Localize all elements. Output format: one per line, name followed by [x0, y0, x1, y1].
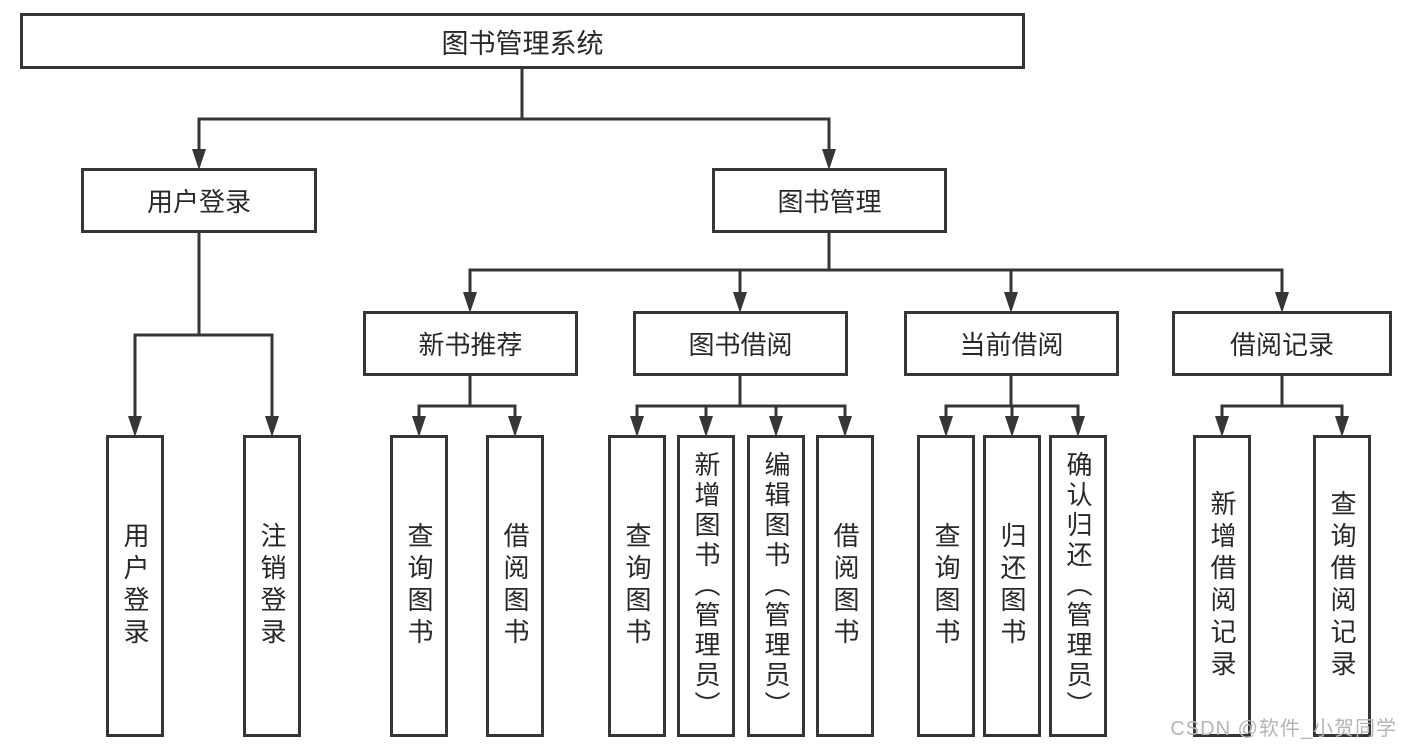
leaf-confirm-return-admin: 确认归还（管理员） — [1049, 435, 1107, 737]
node-book-management: 图书管理 — [712, 168, 947, 233]
leaf-borrow-books: 借阅图书 — [816, 435, 874, 737]
leaf-borrow-books-recommend: 借阅图书 — [486, 435, 544, 737]
leaf-logout: 注销登录 — [243, 435, 301, 737]
leaf-query-borrow-record: 查询借阅记录 — [1313, 435, 1371, 737]
node-user-login: 用户登录 — [81, 168, 317, 233]
leaf-edit-book-admin: 编辑图书（管理员） — [747, 435, 805, 737]
node-new-book-recommend: 新书推荐 — [363, 311, 578, 376]
csdn-watermark: CSDN @软件_小贺同学 — [1170, 718, 1397, 740]
node-current-borrow: 当前借阅 — [904, 311, 1119, 376]
leaf-return-books: 归还图书 — [983, 435, 1041, 737]
leaf-query-books-recommend: 查询图书 — [390, 435, 448, 737]
leaf-query-books-borrow: 查询图书 — [608, 435, 666, 737]
leaf-user-login: 用户登录 — [106, 435, 164, 737]
leaf-add-book-admin: 新增图书（管理员） — [677, 435, 735, 737]
leaf-query-books-current: 查询图书 — [917, 435, 975, 737]
leaf-add-borrow-record: 新增借阅记录 — [1193, 435, 1251, 737]
node-borrow-records: 借阅记录 — [1172, 311, 1392, 376]
node-book-borrow: 图书借阅 — [633, 311, 848, 376]
node-system-root: 图书管理系统 — [20, 13, 1025, 69]
